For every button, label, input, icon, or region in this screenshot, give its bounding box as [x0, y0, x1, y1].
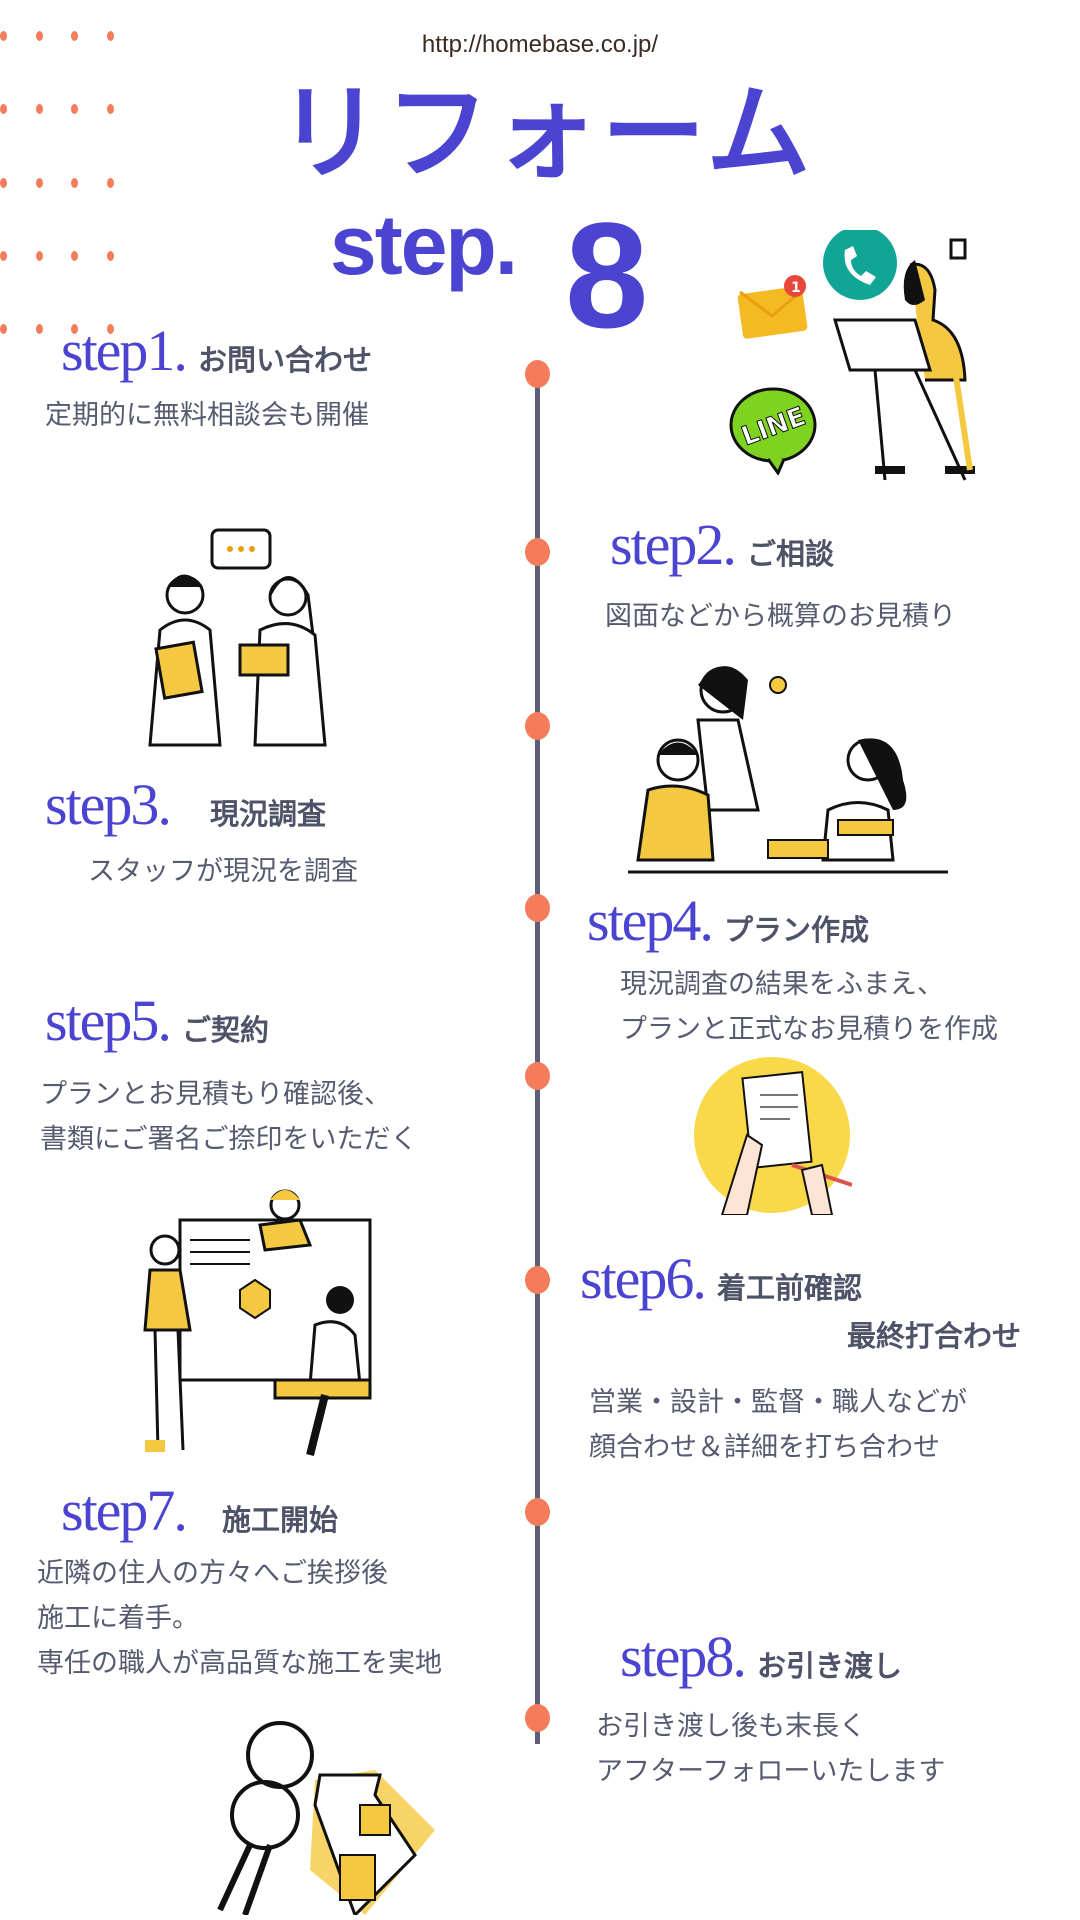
- subtitle-step-word: step.: [330, 198, 518, 292]
- step-heading: 現況調査: [209, 797, 326, 831]
- decorative-dot: [0, 251, 7, 261]
- step-6-title: step6. 着工前確認: [580, 1248, 862, 1310]
- step-1-title: step1. お問い合わせ: [61, 320, 372, 382]
- step-label: step3.: [45, 772, 172, 837]
- description-line: 顔合わせ＆詳細を打ち合わせ: [589, 1432, 940, 1463]
- description-line: 営業・設計・監督・職人などが: [589, 1387, 967, 1418]
- website-url: http://homebase.co.jp/: [421, 31, 659, 58]
- step-1-description: 定期的に無料相談会も開催: [45, 393, 369, 438]
- step-label: step2.: [610, 512, 737, 577]
- description-line: プランとお見積もり確認後、: [40, 1079, 391, 1110]
- timeline-dot-7: [525, 1498, 550, 1526]
- timeline-line: [535, 372, 540, 1744]
- description-line: 定期的に無料相談会も開催: [45, 400, 369, 431]
- timeline-dot-5: [525, 1062, 550, 1090]
- decorative-dot: [36, 324, 43, 334]
- step-3-description: スタッフが現況を調査: [88, 849, 358, 894]
- step-2-description: 図面などから概算のお見積り: [605, 594, 956, 639]
- line-app-icon: LINE: [729, 387, 817, 475]
- meeting-illustration: [143, 1189, 372, 1456]
- timeline-dot-6: [525, 1266, 550, 1294]
- decorative-dot: [0, 104, 7, 114]
- step-8-description: お引き渡し後も末長く アフターフォローいたします: [596, 1704, 945, 1794]
- decorative-dot: [107, 178, 114, 188]
- step-label: step5.: [45, 988, 172, 1053]
- window-icon: [949, 238, 967, 260]
- step-4-title: step4. プラン作成: [587, 890, 869, 952]
- step-2-title: step2. ご相談: [610, 514, 834, 576]
- decorative-dot: [71, 178, 78, 188]
- mail-badge: 1: [791, 280, 801, 296]
- step-6-heading-2: 最終打合わせ: [847, 1319, 1022, 1353]
- step-heading: お引き渡し: [756, 1649, 902, 1683]
- step-label: step7.: [61, 1478, 188, 1543]
- decorative-dot: [107, 251, 114, 261]
- step-3-title: step3. 現況調査: [45, 774, 326, 836]
- timeline-dot-8: [525, 1704, 550, 1732]
- decorative-dot: [36, 251, 43, 261]
- decorative-dot: [0, 178, 7, 188]
- phone-icon: [823, 230, 897, 300]
- step-label: step1.: [61, 318, 188, 383]
- planning-illustration: [628, 666, 948, 874]
- timeline-dot-3: [525, 712, 550, 740]
- step-8-title: step8. お引き渡し: [620, 1626, 902, 1688]
- description-line: プランと正式なお見積りを作成: [620, 1014, 998, 1045]
- decorative-dot: [0, 31, 7, 41]
- timeline-dot-1: [525, 360, 550, 388]
- step-heading: 着工前確認: [716, 1271, 862, 1305]
- step-heading: ご相談: [746, 537, 834, 571]
- timeline-dot-2: [525, 538, 550, 566]
- description-line: 施工に着手。: [37, 1603, 199, 1634]
- step-6-description: 営業・設計・監督・職人などが 顔合わせ＆詳細を打ち合わせ: [589, 1380, 967, 1470]
- decorative-dot: [107, 31, 114, 41]
- description-line: 近隣の住人の方々へご挨拶後: [37, 1558, 388, 1589]
- decorative-dot: [71, 324, 78, 334]
- description-line: お引き渡し後も末長く: [596, 1711, 866, 1742]
- step-4-description: 現況調査の結果をふまえ、 プランと正式なお見積りを作成: [620, 962, 998, 1052]
- step-label: step4.: [587, 888, 714, 953]
- contract-signing-illustration: [694, 1057, 852, 1215]
- description-line: 書類にご署名ご捺印をいただく: [40, 1124, 418, 1155]
- step-heading: 施工開始: [221, 1503, 338, 1537]
- contact-woman-illustration: 1: [737, 230, 975, 481]
- decorative-dot: [36, 31, 43, 41]
- lightbulb-icon: [769, 676, 787, 694]
- step-heading: ご契約: [181, 1013, 269, 1047]
- decorative-dot: [71, 251, 78, 261]
- decorative-dot: [107, 104, 114, 114]
- step-5-description: プランとお見積もり確認後、 書類にご署名ご捺印をいただく: [40, 1072, 417, 1162]
- description-line: 図面などから概算のお見積り: [605, 601, 956, 632]
- subtitle-step-count: 8: [565, 191, 649, 359]
- consultation-illustration: [148, 528, 327, 747]
- step-heading: お問い合わせ: [197, 343, 372, 377]
- decorative-dot: [107, 324, 114, 334]
- decorative-dot: [36, 178, 43, 188]
- step-7-title: step7. 施工開始: [61, 1480, 338, 1542]
- step-5-title: step5. ご契約: [45, 990, 269, 1052]
- decorative-dot: [36, 104, 43, 114]
- description-line: 現況調査の結果をふまえ、: [620, 969, 944, 1000]
- decorative-dot: [71, 104, 78, 114]
- description-line: 専任の職人が高品質な施工を実地: [37, 1648, 442, 1679]
- step-7-description: 近隣の住人の方々へご挨拶後 施工に着手。 専任の職人が高品質な施工を実地: [37, 1551, 442, 1686]
- step-heading: プラン作成: [723, 913, 869, 947]
- step-label: step6.: [580, 1246, 707, 1311]
- house-keys-illustration: [217, 1721, 435, 1915]
- decorative-dot: [71, 31, 78, 41]
- description-line: スタッフが現況を調査: [88, 856, 358, 887]
- page-title: リフォーム: [277, 72, 815, 194]
- timeline-dot-4: [525, 894, 550, 922]
- mail-icon: [737, 275, 808, 339]
- step-label: step8.: [620, 1624, 747, 1689]
- description-line: アフターフォローいたします: [596, 1756, 946, 1787]
- decorative-dot: [0, 324, 7, 334]
